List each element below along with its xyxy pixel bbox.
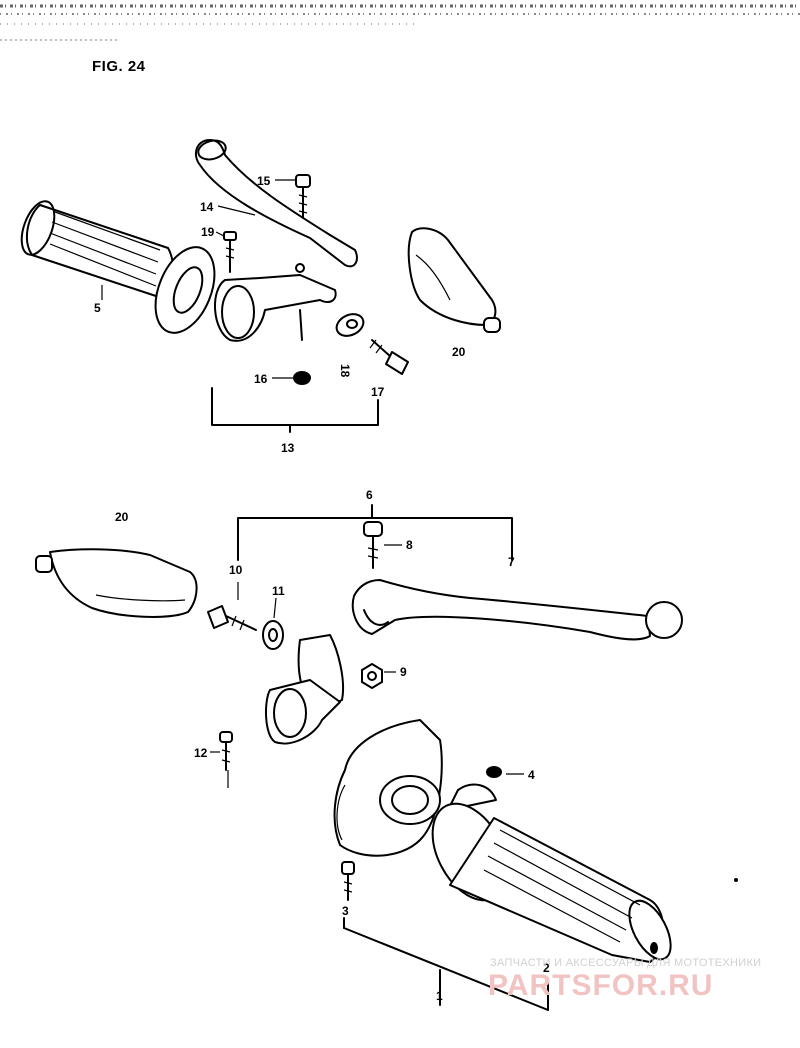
part-label-12: 12 [194, 746, 208, 760]
part-label-11: 11 [272, 584, 285, 598]
part-label-1: 1 [436, 989, 443, 1003]
part-label-5: 5 [94, 301, 101, 315]
bolt-17-drawing [369, 339, 409, 375]
part-label-4: 4 [528, 768, 535, 782]
speck [734, 878, 738, 882]
part-label-9: 9 [400, 665, 407, 679]
lever-cover-lower-drawing [35, 548, 198, 618]
figure-title: FIG. 24 [92, 58, 146, 75]
screw-19-drawing [223, 231, 237, 273]
lever-cover-upper-drawing [407, 227, 501, 333]
part-label-17: 17 [371, 385, 385, 399]
scan-noise [0, 4, 800, 41]
screw-3-drawing [341, 861, 355, 901]
left-grip-drawing [20, 200, 216, 334]
part-label-2: 2 [543, 961, 550, 975]
part-label-6: 6 [366, 488, 373, 502]
bracket-6 [237, 517, 513, 561]
part-label-15: 15 [257, 174, 271, 188]
part-label-19: 19 [201, 225, 215, 239]
bracket-1 [343, 927, 549, 1011]
leader-lines-lower [210, 544, 524, 788]
leader-lines-upper [101, 179, 296, 379]
bolt-15-drawing [295, 174, 311, 219]
clutch-holder-drawing [213, 274, 337, 342]
brake-lever-drawing [351, 579, 683, 641]
part-label-8: 8 [406, 538, 413, 552]
watermark-tagline: ЗАПЧАСТИ И АКСЕССУАРЫ ДЛЯ МОТОТЕХНИКИ [490, 957, 761, 969]
bracket-13 [211, 387, 379, 426]
screw-12-drawing [219, 731, 233, 771]
part-label-13: 13 [281, 441, 295, 455]
part-label-3: 3 [342, 904, 349, 918]
washer-18-drawing [335, 313, 365, 337]
bolt-10-drawing [207, 605, 257, 631]
cap-4-drawing [486, 766, 502, 778]
brake-holder-drawing [265, 634, 345, 745]
part-label-20-lower: 20 [115, 510, 129, 524]
nut-16-drawing [293, 371, 311, 385]
watermark-brand: PARTSFOR.RU [488, 969, 713, 1002]
washer-11-drawing [262, 620, 284, 650]
part-label-7: 7 [508, 555, 515, 569]
part-label-16: 16 [254, 372, 268, 386]
part-label-14: 14 [200, 200, 214, 214]
bolt-8-drawing [363, 521, 383, 569]
part-label-10: 10 [229, 563, 243, 577]
clutch-lever-drawing [194, 139, 358, 273]
part-label-20-upper: 20 [452, 345, 466, 359]
part-label-18: 18 [338, 364, 352, 378]
throttle-housing-drawing [333, 719, 443, 857]
throttle-grip-drawing [431, 783, 672, 963]
nut-9-drawing [361, 663, 383, 689]
